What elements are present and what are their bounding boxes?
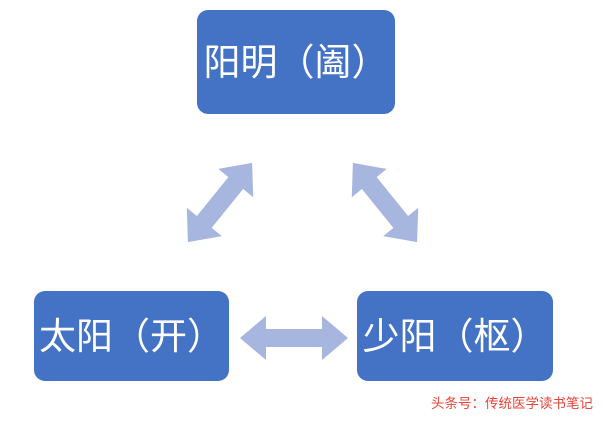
watermark-text: 头条号：传统医学读书笔记 (431, 396, 593, 412)
double-arrow-icon (240, 316, 348, 360)
node-shaoyang[interactable]: 少阳（枢） (357, 291, 553, 381)
double-arrow-icon (351, 162, 419, 243)
node-yangming[interactable]: 阳明（阖） (197, 10, 395, 114)
node-shaoyang-label: 少阳（枢） (362, 314, 548, 358)
connector-taiyang-shaoyang (240, 316, 348, 360)
connector-yangming-shaoyang (351, 162, 419, 243)
node-yangming-label: 阳明（阖） (203, 40, 389, 84)
node-taiyang-label: 太阳（开） (39, 314, 224, 358)
connector-taiyang-yangming (186, 162, 254, 243)
double-arrow-icon (186, 162, 254, 243)
node-taiyang[interactable]: 太阳（开） (34, 291, 229, 381)
